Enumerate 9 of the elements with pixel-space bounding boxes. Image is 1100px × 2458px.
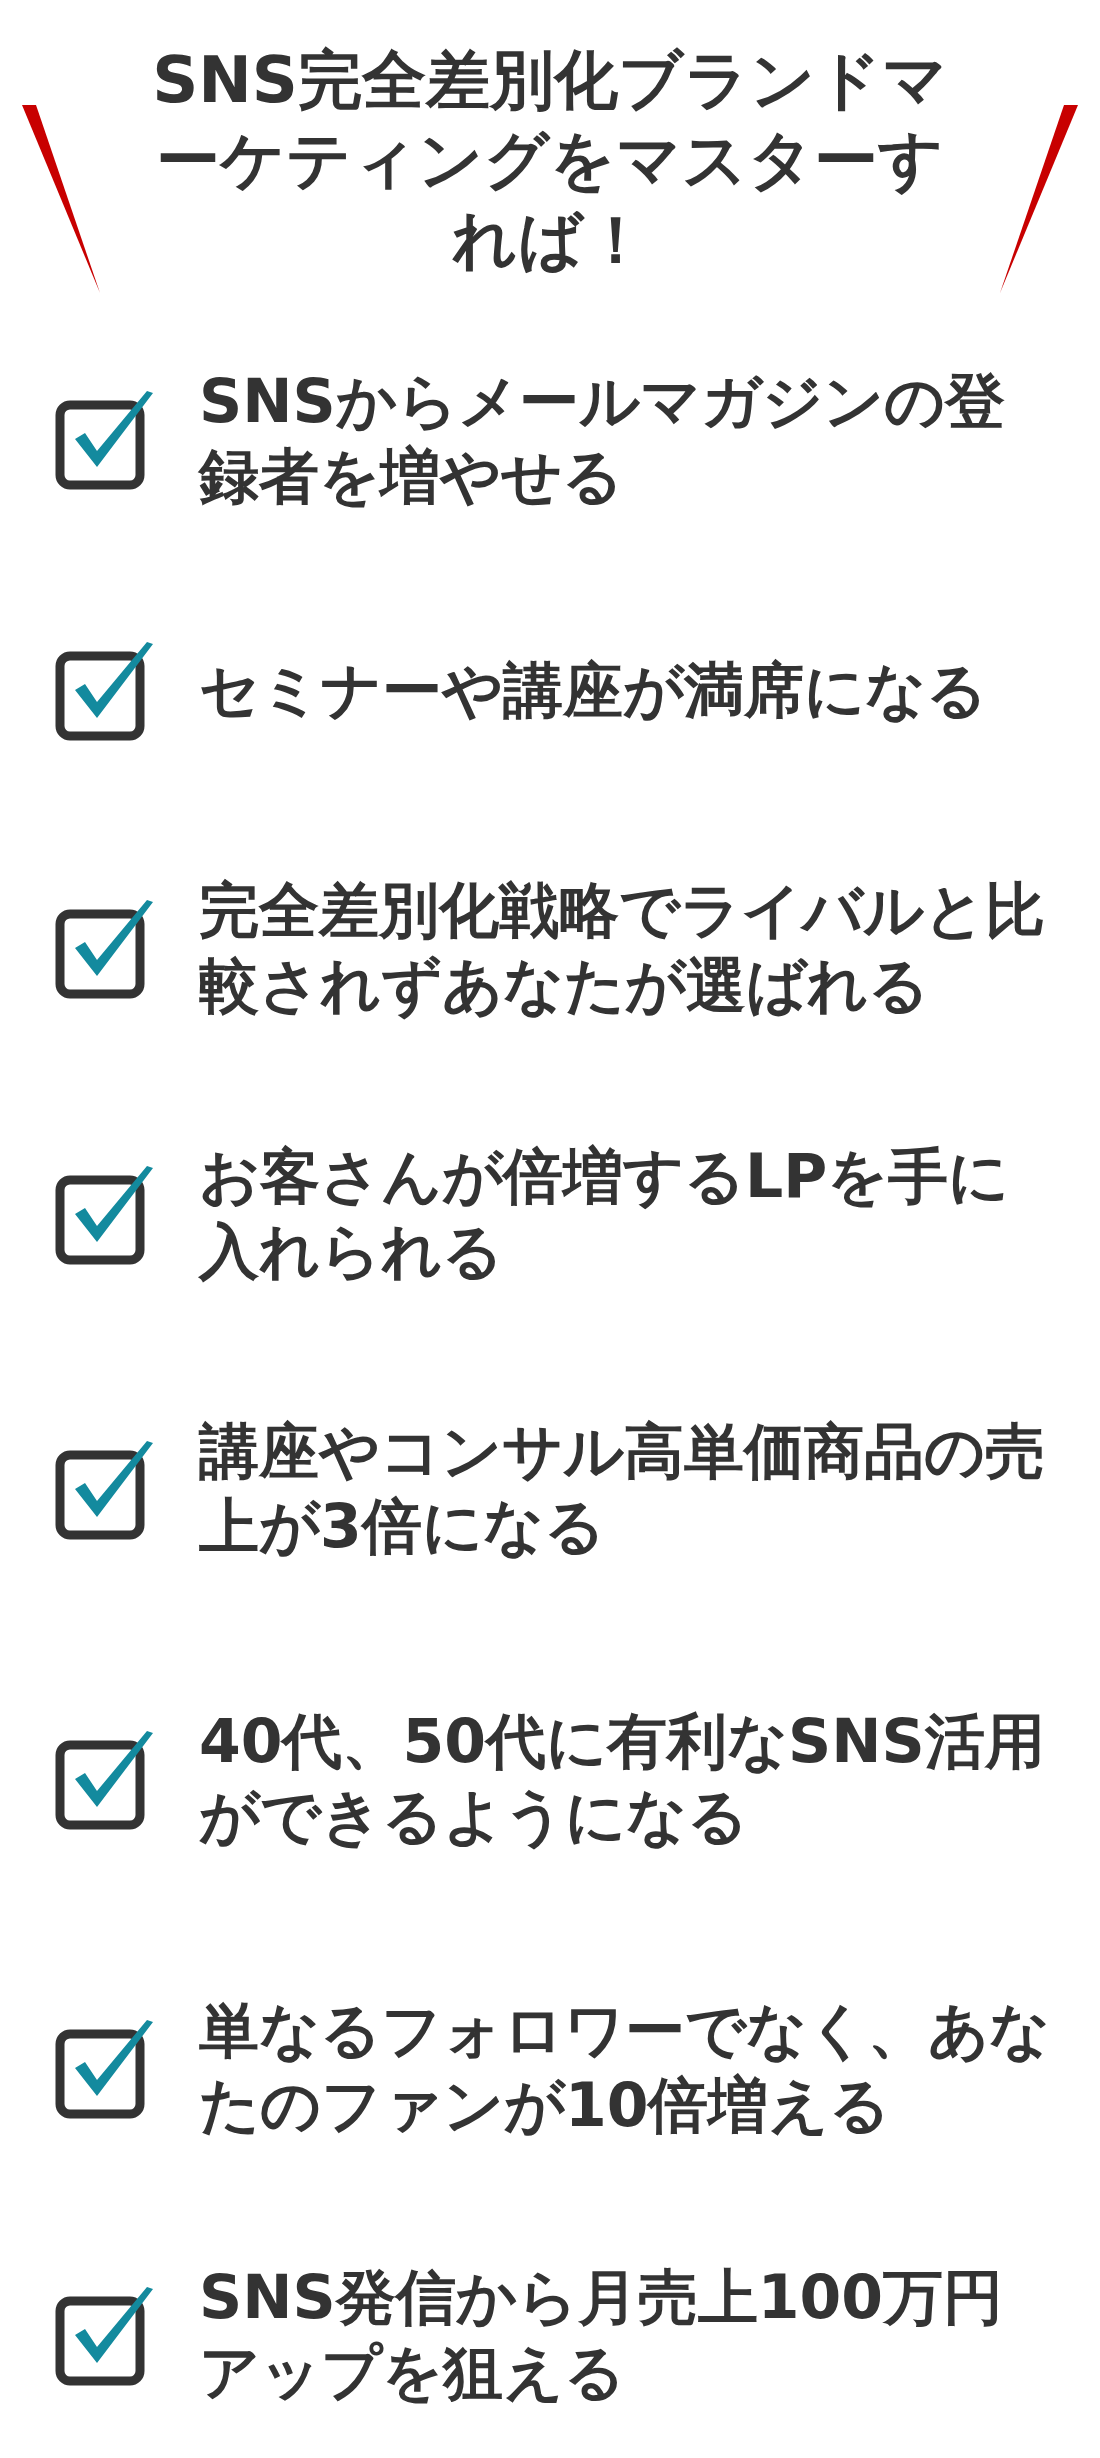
benefit-text: お客さんが倍増するLPを手に入れられる	[199, 1140, 1011, 1288]
headline: SNS完全差別化ブランドマーケティングをマスターすれば！	[151, 42, 949, 279]
benefit-text: 40代、50代に有利なSNS活用ができるようになる	[199, 1705, 1046, 1853]
benefit-text: 完全差別化戦略でライバルと比較されずあなたが選ばれる	[199, 874, 1046, 1022]
benefit-text: セミナーや講座が満席になる	[199, 653, 988, 727]
benefit-text: 単なるフォロワーでなく、あなたのファンが10倍増える	[199, 1994, 1051, 2142]
benefit-text: 講座やコンサル高単価商品の売上が3倍になる	[199, 1415, 1046, 1563]
benefit-text: SNS発信から月売上100万円アップを狙える	[199, 2261, 1004, 2409]
benefit-text: SNSからメールマガジンの登録者を増やせる	[199, 365, 1006, 513]
